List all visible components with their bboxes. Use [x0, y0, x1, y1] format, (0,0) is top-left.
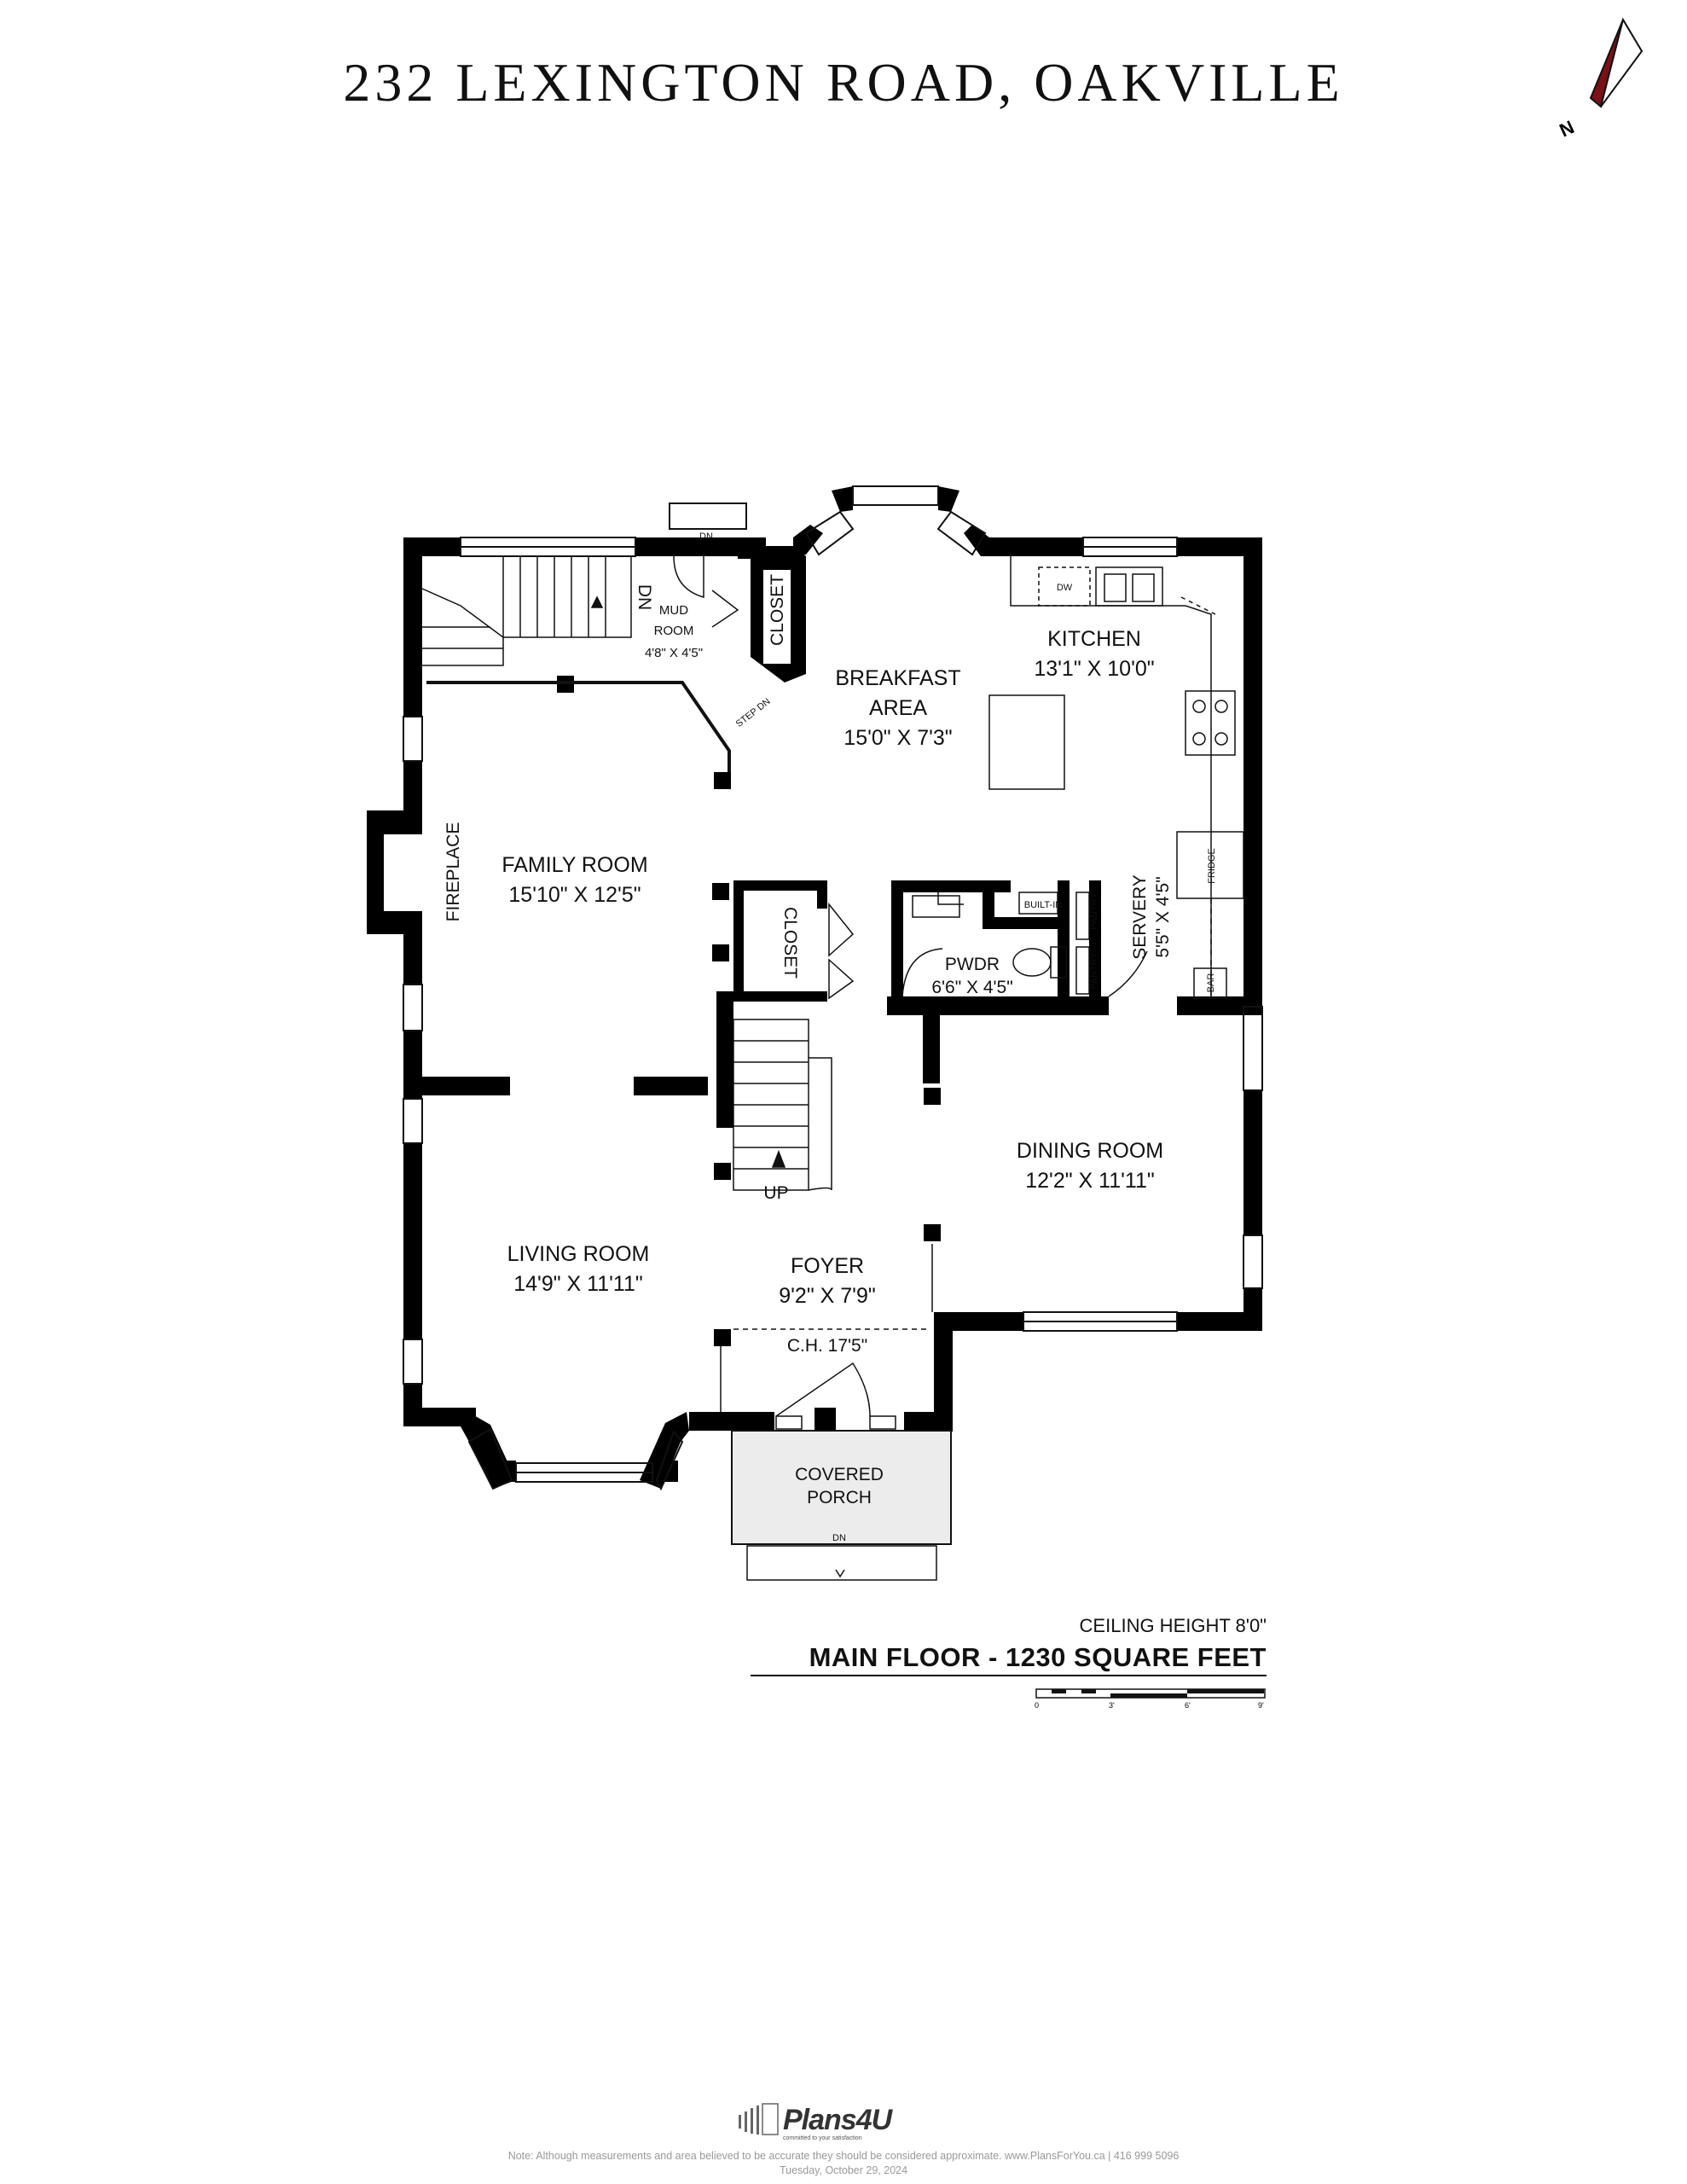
scale-tick-0: 0 — [1035, 1701, 1039, 1710]
room-labels: MUD ROOM 4'8" X 4'5" CLOSET DN DN STEP D… — [443, 531, 1217, 1543]
pwdr-fixtures — [901, 895, 1067, 997]
dn-porch-label: DN — [832, 1533, 846, 1543]
pantry-label-1: PANTRY — [1089, 892, 1099, 930]
mid-closet-label: CLOSET — [780, 907, 800, 979]
fridge-label: FRIDGE — [1207, 848, 1217, 884]
stairs-center — [733, 1019, 832, 1191]
dining-room-dims: 12'2" X 11'11" — [1025, 1169, 1154, 1193]
kitchen-label: KITCHEN — [1047, 627, 1141, 651]
breakfast-label: BREAKFAST — [835, 666, 960, 690]
kitchen-dims: 13'1" X 10'0" — [1034, 657, 1154, 681]
scale-tick-9: 9' — [1258, 1701, 1264, 1710]
scale-tick-3: 3' — [1109, 1701, 1115, 1710]
step-dn-label: STEP DN — [734, 696, 773, 729]
exterior-walls — [367, 486, 1262, 1489]
brand-logo-icon — [739, 2103, 779, 2135]
scale-tick-6: 6' — [1185, 1701, 1191, 1710]
dw-label: DW — [1057, 583, 1073, 593]
mud-room-dims: 4'8" X 4'5" — [645, 646, 703, 660]
foyer-dims: 9'2" X 7'9" — [779, 1284, 875, 1308]
plan-date: Tuesday, October 29, 2024 — [779, 2164, 908, 2176]
ceiling-height-label: CEILING HEIGHT 8'0" — [1079, 1615, 1267, 1636]
servery-label: SERVERY — [1130, 874, 1150, 960]
breakfast-label-2: AREA — [869, 696, 927, 720]
breakfast-dims: 15'0" X 7'3" — [844, 726, 952, 750]
family-room-label: FAMILY ROOM — [501, 853, 647, 877]
brand-name: Plans4U — [783, 2104, 892, 2136]
dining-room-label: DINING ROOM — [1017, 1139, 1163, 1163]
doors — [673, 555, 933, 1430]
mud-room-label-2: ROOM — [654, 624, 694, 638]
mud-room-label: MUD — [659, 603, 688, 618]
top-closet-label: CLOSET — [768, 574, 787, 646]
dn-stairs-label: DN — [635, 584, 654, 610]
scale-bar: 0 3' 6' 9' — [1035, 1688, 1266, 1710]
up-stairs-label: UP — [763, 1183, 788, 1203]
porch-label: COVERED — [795, 1465, 884, 1484]
foyer-ceiling-height: C.H. 17'5" — [787, 1336, 867, 1356]
brand-tagline: committed to your satisfaction — [783, 2135, 862, 2141]
floor-area-label: MAIN FLOOR - 1230 SQUARE FEET — [751, 1642, 1267, 1676]
porch-label-2: PORCH — [807, 1488, 872, 1507]
pantry-label-2: PANTRY — [1089, 952, 1099, 990]
windows — [403, 485, 1263, 1491]
living-room-dims: 14'9" X 11'11" — [513, 1272, 642, 1296]
plan-title: 232 LEXINGTON ROAD, OAKVILLE — [343, 52, 1344, 113]
built-in-label: BUILT-IN — [1024, 900, 1062, 910]
pwdr-label: PWDR — [945, 955, 1000, 974]
fireplace-label: FIREPLACE — [443, 822, 463, 922]
disclaimer-note: Note: Although measurements and area bel… — [507, 2150, 1180, 2162]
north-arrow-icon: N — [1557, 17, 1644, 141]
kitchen-fixtures — [937, 556, 1244, 999]
living-room-label: LIVING ROOM — [507, 1242, 650, 1266]
foyer-label: FOYER — [791, 1254, 864, 1278]
dn-mud-label: DN — [699, 531, 713, 542]
bar-label: BAR — [1206, 973, 1216, 993]
porch — [731, 1430, 952, 1581]
family-room-dims: 15'10" X 12'5" — [508, 883, 641, 907]
servery-dims: 5'5" X 4'5" — [1153, 876, 1173, 957]
stairs-top — [421, 555, 731, 772]
pwdr-dims: 6'6" X 4'5" — [931, 978, 1012, 997]
